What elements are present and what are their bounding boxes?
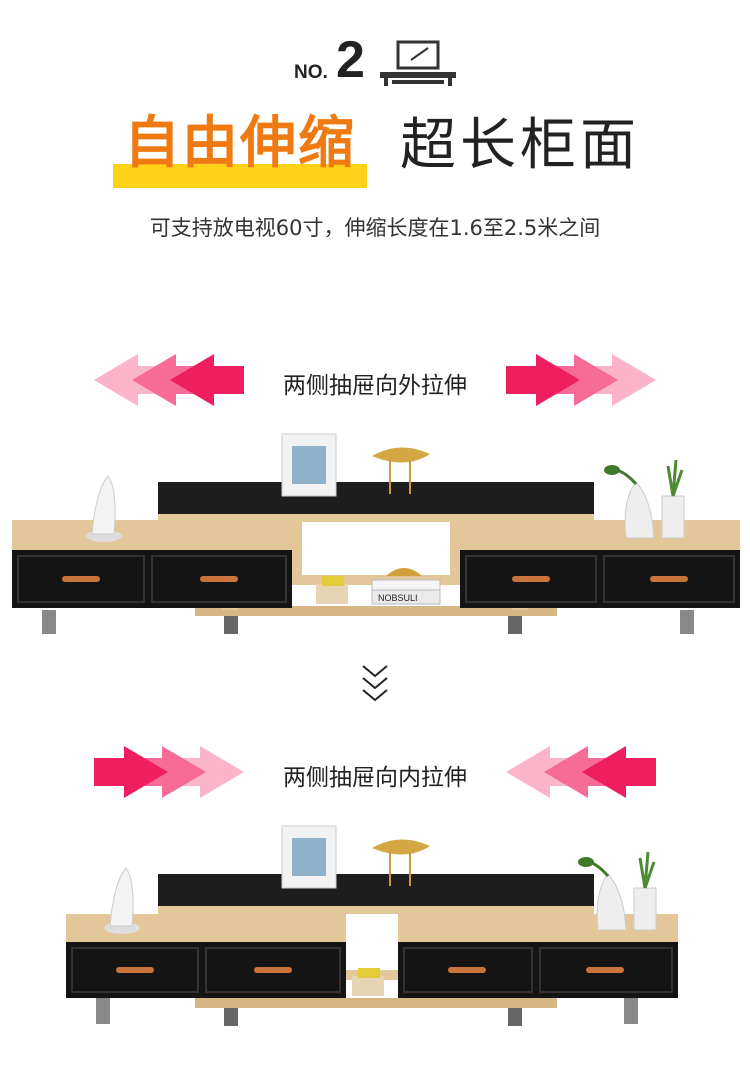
arrow-right-icon [94,746,244,798]
extend-label: 两侧抽屉向外拉伸 [283,373,467,399]
title-highlight: 自由伸缩 [124,111,356,176]
tv-cabinet-retracted [66,825,678,1026]
tv-cabinet-icon [380,40,456,86]
arrow-right-icon [506,354,656,406]
arrow-left-icon [506,746,656,798]
section-number-prefix: NO. [294,62,328,83]
arrow-left-icon [94,354,244,406]
retract-label: 两侧抽屉向内拉伸 [283,765,467,791]
tv-cabinet-extended: NOBSULI [12,433,740,634]
book-spine-text: NOBSULI [378,593,418,603]
title-highlight-bar [113,164,367,188]
down-chevron-icon [362,665,388,702]
title-main: 超长柜面 [400,113,640,178]
section-number: 2 [336,31,365,89]
subtitle: 可支持放电视60寸，伸缩长度在1.6至2.5米之间 [149,216,601,240]
